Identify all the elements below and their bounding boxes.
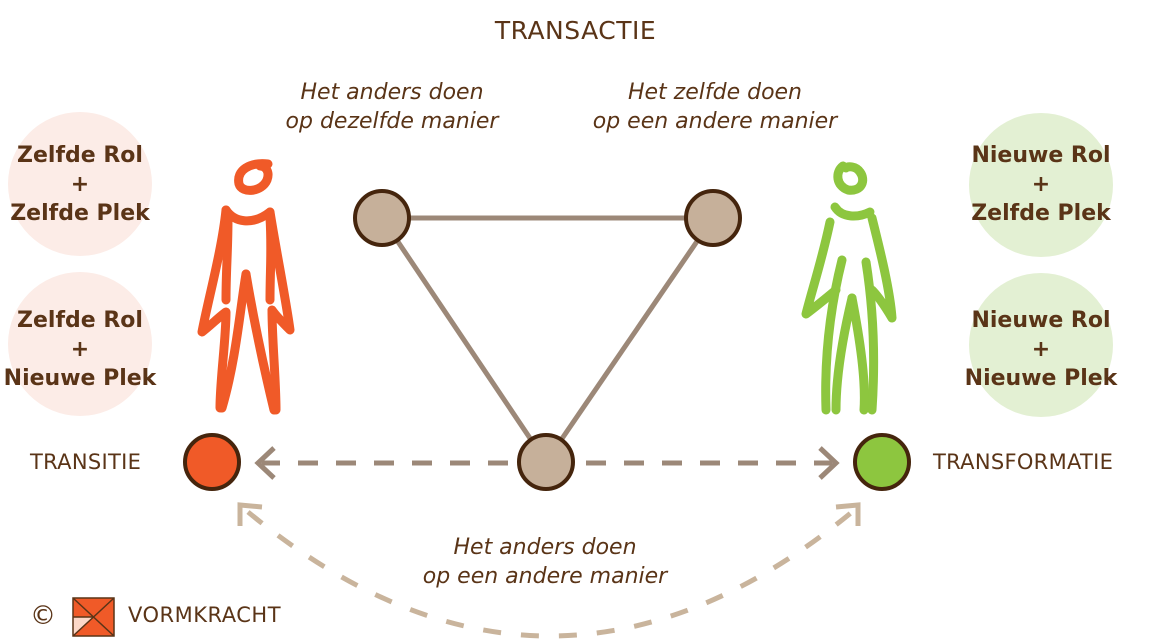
- label-bottom: Het anders doen op een andere manier: [400, 533, 690, 591]
- label-top-right-line1: Het zelfde doen: [627, 80, 803, 105]
- label-top-right: Het zelfde doen op een andere manier: [575, 78, 855, 136]
- bubble-line1: Nieuwe Rol: [971, 143, 1111, 168]
- label-top-left-line2: op dezelfde manier: [285, 109, 499, 134]
- bubble-line1: Zelfde Rol: [17, 308, 143, 333]
- bubble-left-1: [8, 112, 152, 256]
- bubble-left-2-text: Zelfde Rol + Nieuwe Plek: [0, 306, 160, 393]
- brand-name: VORMKRACHT: [128, 603, 282, 627]
- label-top-right-line2: op een andere manier: [592, 109, 838, 134]
- label-bottom-line2: op een andere manier: [422, 564, 668, 589]
- dashed-arrow-left: [254, 446, 508, 480]
- bubble-plus: +: [70, 172, 90, 197]
- node-transformatie: [853, 433, 911, 491]
- triangle-edges: [379, 215, 716, 464]
- node-bottom: [517, 433, 575, 491]
- person-figure-green-icon: [801, 161, 897, 415]
- label-transitie: TRANSITIE: [30, 450, 142, 474]
- label-top-left: Het anders doen op dezelfde manier: [252, 78, 532, 136]
- node-transitie: [183, 433, 241, 491]
- bubble-line1: Zelfde Rol: [17, 143, 143, 168]
- bubble-line2: Zelfde Plek: [971, 201, 1111, 226]
- node-top-right: [684, 189, 742, 247]
- vormkracht-logo-icon: [72, 597, 115, 637]
- bubble-line2: Nieuwe Plek: [964, 366, 1118, 391]
- bubble-line1: Nieuwe Rol: [971, 308, 1111, 333]
- bubble-line2: Zelfde Plek: [10, 201, 150, 226]
- copyright-icon: ©: [30, 601, 57, 631]
- label-bottom-line1: Het anders doen: [453, 535, 637, 560]
- bubble-left-1-text: Zelfde Rol + Zelfde Plek: [0, 141, 160, 228]
- bubble-plus: +: [1031, 172, 1051, 197]
- bubble-plus: +: [1031, 337, 1051, 362]
- bubble-right-1: [969, 113, 1113, 257]
- person-figure-orange-icon: [197, 159, 295, 415]
- bubble-left-2: [8, 272, 152, 416]
- bubble-right-2: [969, 273, 1113, 417]
- label-transformatie: TRANSFORMATIE: [933, 450, 1114, 474]
- bubble-right-2-text: Nieuwe Rol + Nieuwe Plek: [961, 306, 1121, 393]
- bubble-right-1-text: Nieuwe Rol + Zelfde Plek: [961, 141, 1121, 228]
- bubble-line2: Nieuwe Plek: [3, 366, 157, 391]
- dashed-arrow-right: [586, 446, 840, 480]
- bubble-plus: +: [70, 337, 90, 362]
- diagram-title: TRANSACTIE: [494, 16, 657, 45]
- dashed-arc-arrow: [237, 502, 861, 639]
- label-top-left-line1: Het anders doen: [300, 80, 484, 105]
- node-top-left: [353, 189, 411, 247]
